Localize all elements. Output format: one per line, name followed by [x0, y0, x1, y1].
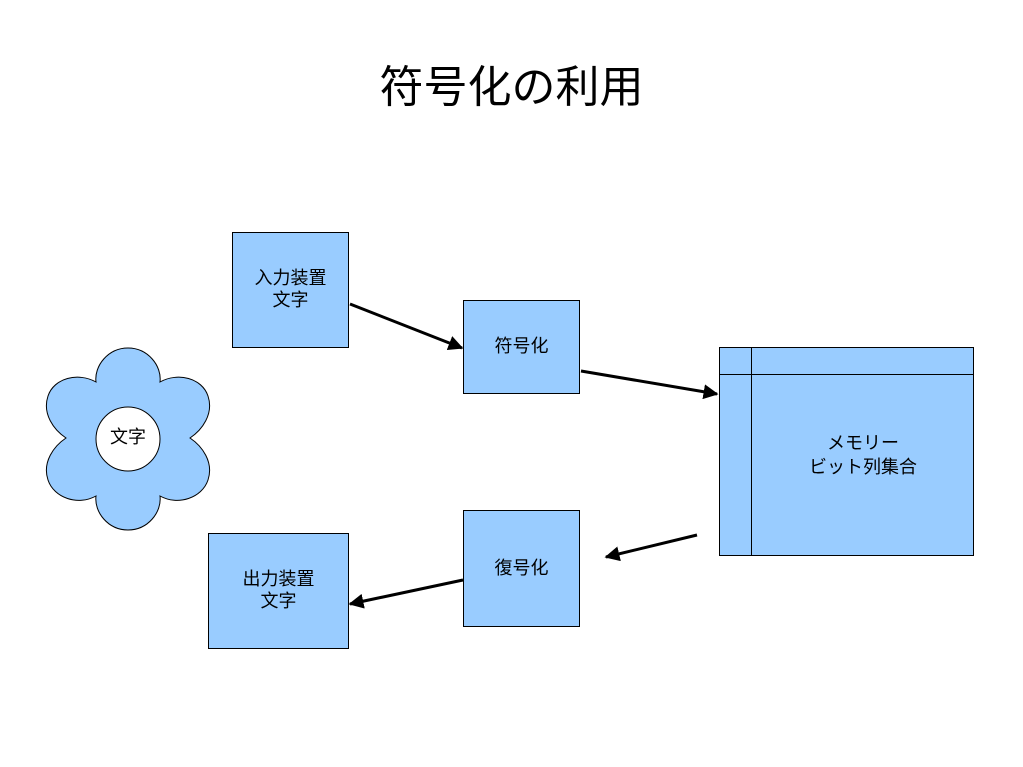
memory-sublabel: ビット列集合: [809, 457, 917, 478]
output-device-label: 出力装置: [242, 569, 315, 590]
memory-divider-vertical: [751, 348, 752, 555]
input-device-label: 入力装置: [254, 268, 327, 289]
encoder-box: 符号化: [463, 300, 580, 394]
memory-divider-horizontal: [720, 374, 973, 375]
arrow-encoder-to-memory: [580, 369, 719, 400]
arrow-memory-to-decoder: [604, 533, 698, 562]
output-device-sublabel: 文字: [260, 591, 297, 612]
memory-box: メモリー ビット列集合: [719, 347, 974, 556]
arrow-input-to-encoder: [349, 302, 464, 351]
decoder-box: 復号化: [463, 510, 580, 627]
input-device-box: 入力装置 文字: [232, 232, 349, 348]
slide-title: 符号化の利用: [379, 62, 644, 113]
encoder-label: 符号化: [494, 336, 549, 357]
flower-center: [95, 406, 161, 472]
memory-text: メモリー ビット列集合: [752, 432, 974, 480]
flower-label: 文字: [110, 427, 146, 448]
decoder-label: 復号化: [494, 557, 549, 579]
arrow-decoder-to-output: [348, 578, 464, 609]
input-device-sublabel: 文字: [272, 290, 309, 311]
output-device-box: 出力装置 文字: [208, 533, 349, 649]
memory-label: メモリー: [827, 433, 899, 454]
flower-shape: [46, 347, 210, 531]
